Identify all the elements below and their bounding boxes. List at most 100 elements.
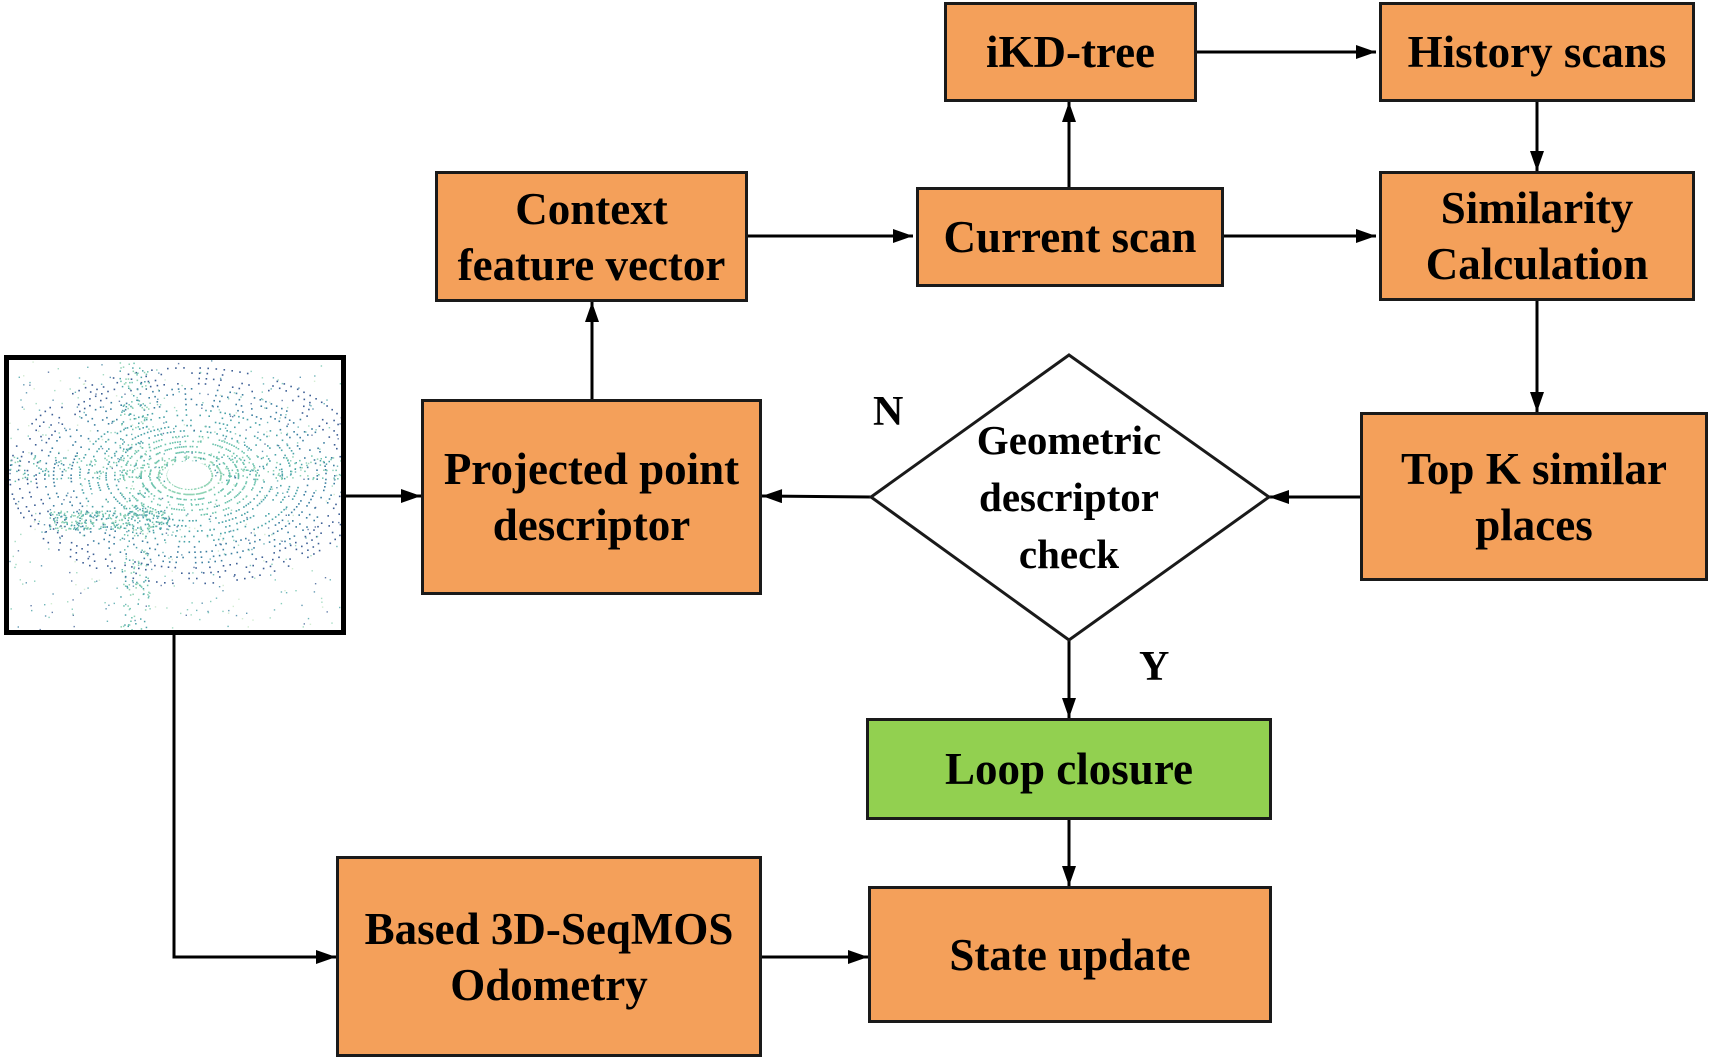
- scan-point: [141, 464, 144, 467]
- scan-point: [174, 447, 177, 449]
- scan-point: [49, 406, 51, 409]
- scan-point: [245, 429, 247, 431]
- scan-point: [78, 458, 81, 460]
- scan-point: [176, 497, 178, 500]
- scan-point: [335, 503, 337, 506]
- scan-point: [301, 545, 303, 548]
- scan-point: [218, 439, 221, 441]
- scan-point: [48, 548, 50, 550]
- scan-point: [33, 458, 35, 460]
- scan-point: [207, 367, 209, 370]
- scan-point: [194, 551, 196, 553]
- scan-point: [97, 542, 100, 545]
- scan-point: [217, 491, 220, 494]
- scan-point: [64, 514, 67, 517]
- scan-point: [52, 593, 54, 595]
- scan-point: [156, 543, 159, 546]
- scan-point: [115, 498, 117, 501]
- scan-point: [94, 581, 96, 583]
- scan-point: [120, 414, 122, 416]
- scan-point: [137, 527, 139, 529]
- scan-point: [117, 458, 119, 460]
- scan-point: [45, 434, 47, 436]
- scan-point: [275, 405, 278, 407]
- scan-point: [105, 529, 107, 531]
- scan-point: [228, 475, 230, 477]
- scan-point: [98, 486, 101, 489]
- scan-point: [276, 480, 279, 482]
- scan-point: [191, 504, 193, 506]
- scan-point: [158, 439, 160, 442]
- scan-point: [142, 533, 144, 535]
- scan-point: [269, 401, 271, 403]
- scan-point: [84, 386, 87, 389]
- scan-point: [87, 472, 89, 474]
- scan-point: [133, 567, 135, 570]
- scan-point: [236, 441, 239, 443]
- scan-point: [147, 489, 149, 492]
- scan-point: [281, 540, 283, 542]
- scan-point: [179, 487, 181, 489]
- scan-point: [147, 553, 150, 555]
- scan-point: [108, 547, 110, 549]
- scan-point: [123, 441, 125, 443]
- scan-point: [56, 517, 59, 519]
- scan-point: [35, 482, 38, 485]
- scan-point: [181, 436, 184, 438]
- scan-point: [198, 377, 200, 380]
- scan-point: [323, 469, 325, 471]
- scan-point: [268, 534, 270, 537]
- scan-point: [139, 532, 142, 535]
- scan-point: [171, 627, 174, 629]
- scan-point: [136, 477, 138, 479]
- scan-point: [245, 537, 247, 540]
- scan-point: [84, 513, 87, 515]
- scan-point: [217, 538, 220, 541]
- scan-point: [48, 426, 50, 429]
- scan-point: [65, 429, 67, 432]
- scan-point: [217, 444, 219, 447]
- scan-point: [174, 491, 176, 494]
- scan-point: [148, 595, 150, 597]
- scan-point: [243, 485, 246, 488]
- scan-point: [148, 527, 151, 530]
- scan-point: [254, 467, 256, 469]
- scan-point: [176, 414, 179, 417]
- scan-point: [293, 431, 295, 433]
- scan-point: [134, 519, 136, 522]
- scan-point: [206, 534, 209, 537]
- scan-point: [166, 449, 168, 451]
- scan-point: [161, 434, 163, 436]
- scan-point: [122, 405, 125, 407]
- scan-point: [205, 425, 207, 428]
- scan-point: [140, 383, 142, 385]
- scan-point: [137, 442, 140, 444]
- loop-closure-box: Loop closure: [866, 718, 1272, 820]
- scan-point: [82, 534, 84, 537]
- scan-point: [273, 570, 276, 572]
- scan-point: [218, 504, 220, 507]
- label-line: Similarity: [1440, 183, 1634, 233]
- scan-point: [228, 530, 231, 533]
- scan-point: [282, 498, 284, 501]
- scan-point: [47, 454, 50, 457]
- scan-point: [267, 458, 270, 460]
- scan-point: [326, 405, 328, 407]
- scan-point: [184, 393, 187, 395]
- scan-point: [35, 512, 37, 515]
- scan-point: [18, 464, 21, 467]
- scan-point: [191, 602, 193, 604]
- scan-point: [328, 436, 331, 438]
- scan-point: [287, 459, 289, 461]
- scan-point: [135, 512, 137, 515]
- scan-point: [339, 606, 341, 609]
- scan-point: [148, 524, 150, 526]
- scan-point: [127, 385, 130, 387]
- scan-point: [212, 464, 214, 466]
- scan-point: [207, 483, 209, 485]
- scan-point: [107, 390, 109, 393]
- scan-point: [211, 462, 214, 464]
- scan-point: [227, 507, 230, 509]
- scan-point: [161, 517, 163, 519]
- scan-point: [275, 494, 278, 497]
